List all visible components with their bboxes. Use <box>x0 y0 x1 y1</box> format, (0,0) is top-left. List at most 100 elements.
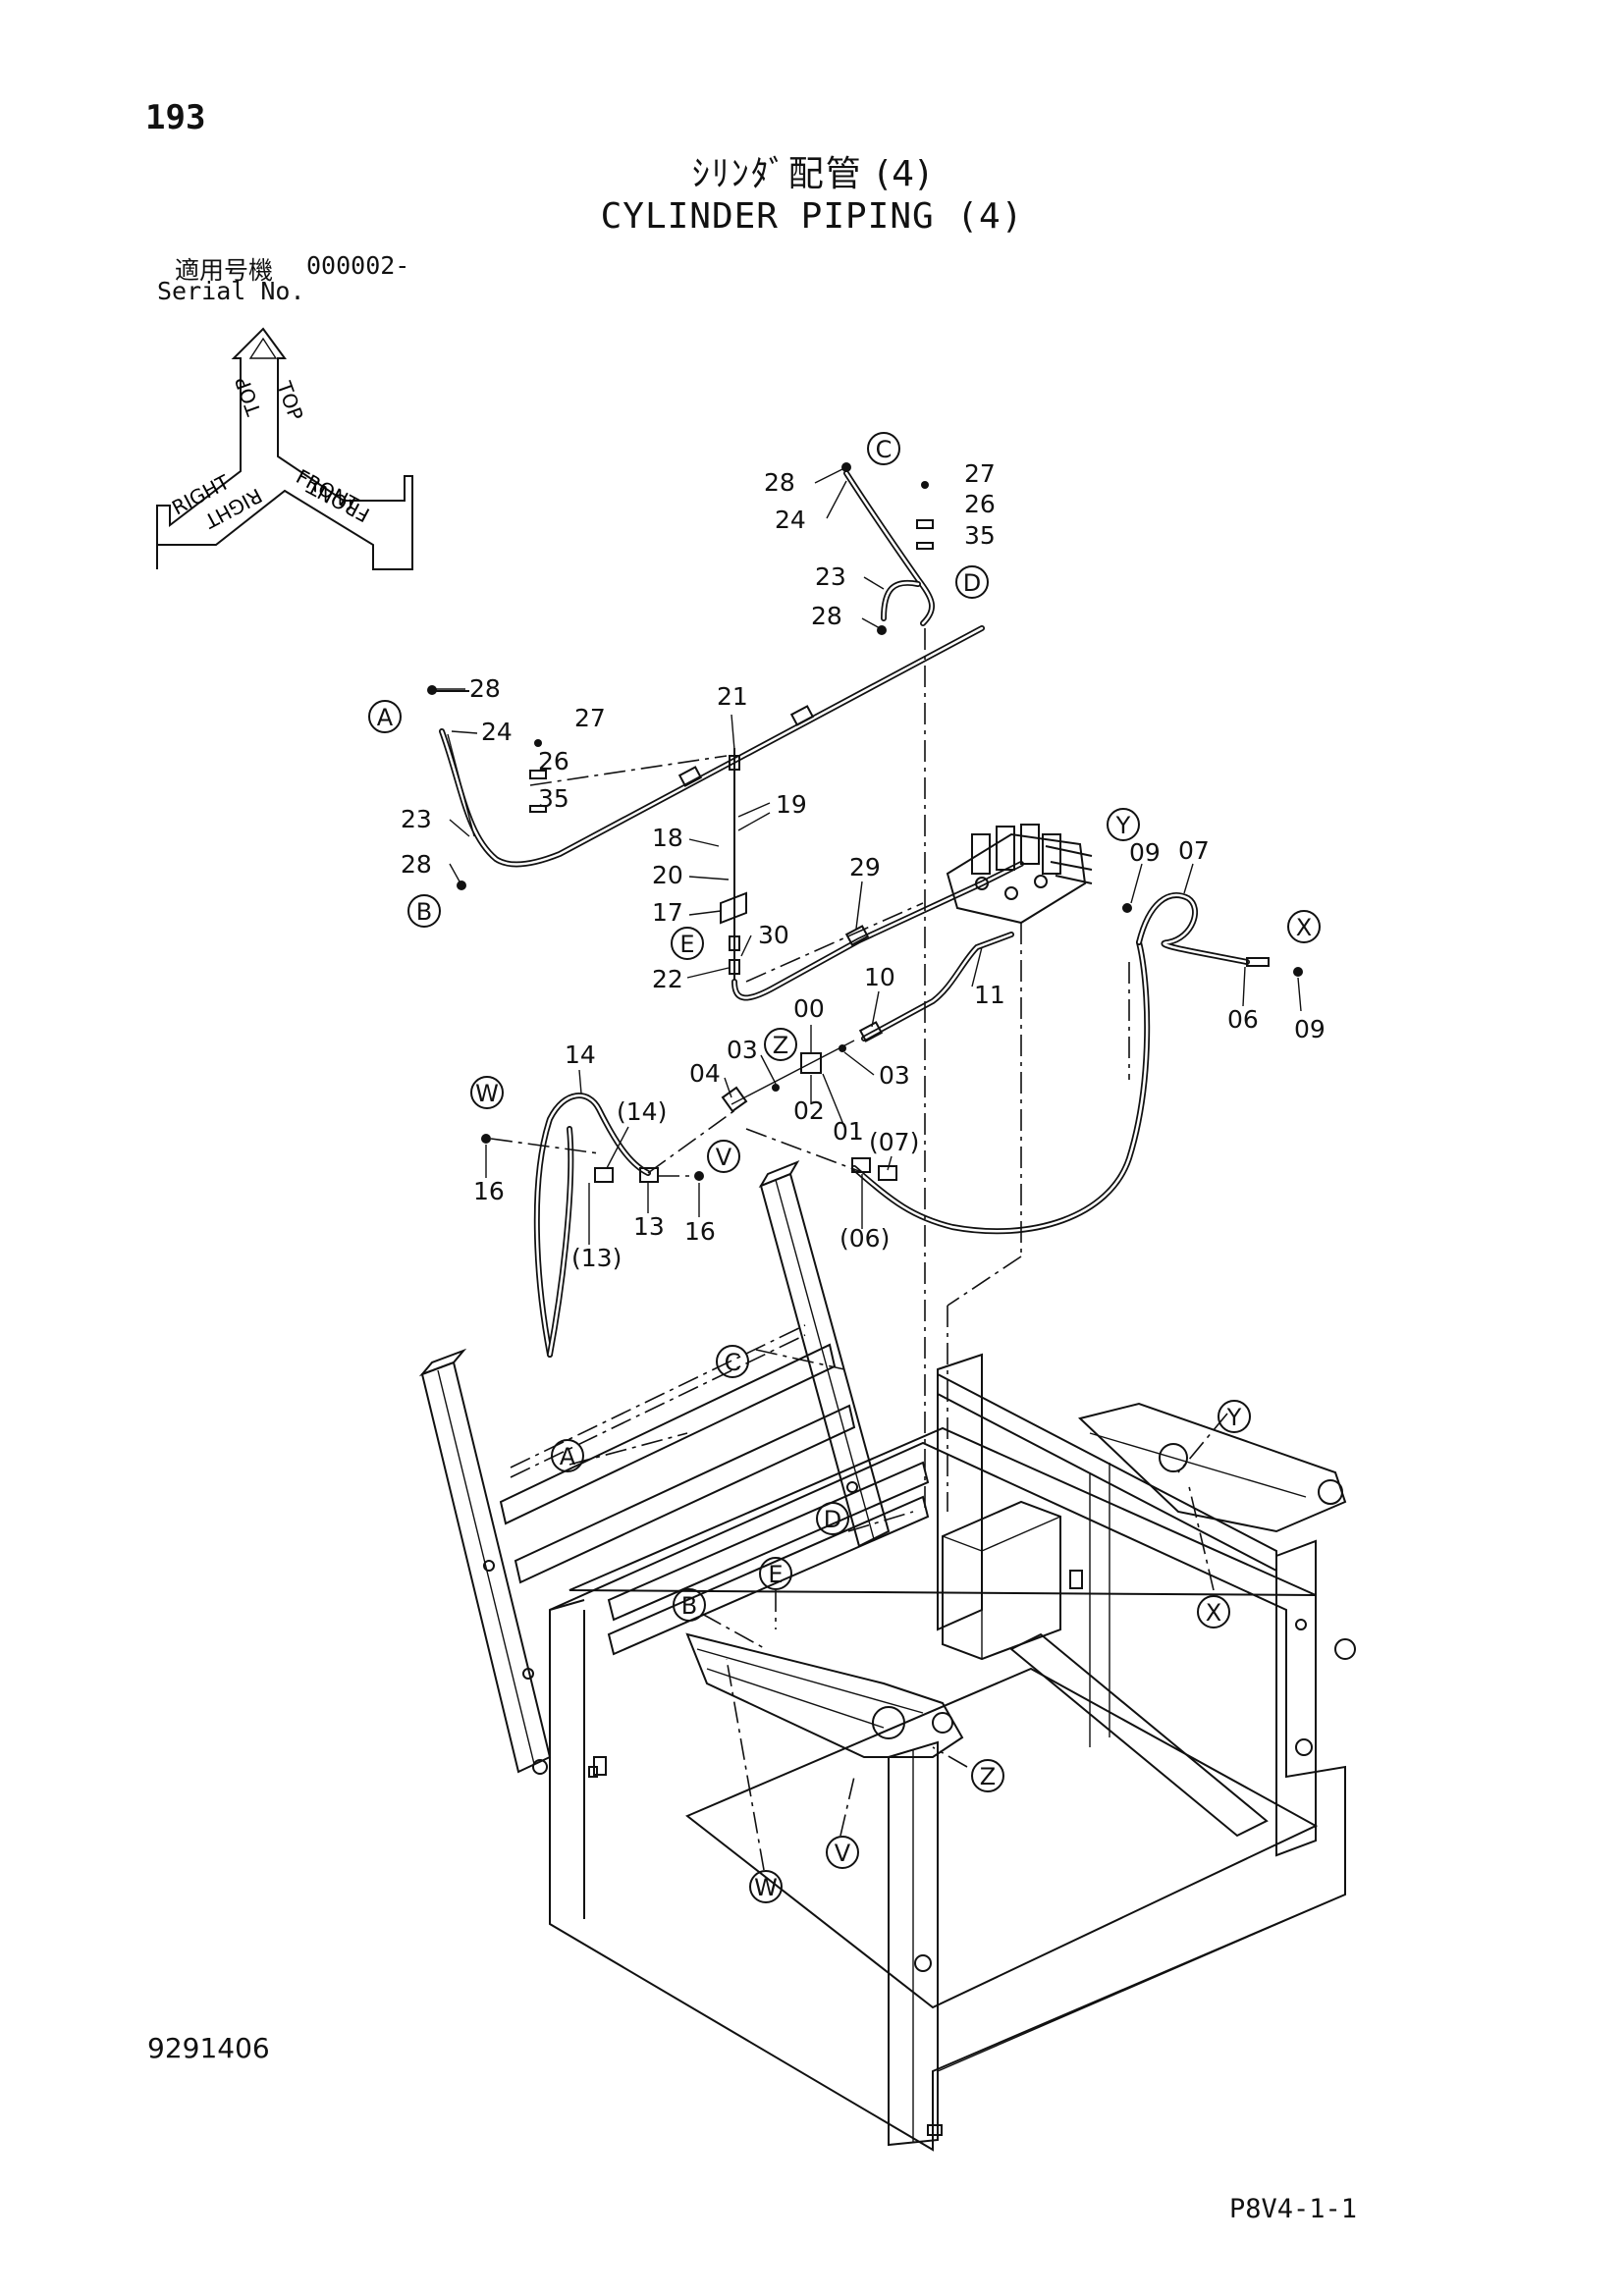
ref-circle-x: X <box>1287 910 1321 943</box>
callout-23: 23 <box>401 805 432 833</box>
ref-w-frame: W <box>754 1874 778 1901</box>
callout-06-paren: (06) <box>839 1224 890 1253</box>
callout-11: 11 <box>974 981 1005 1009</box>
callout-14: 14 <box>565 1041 596 1069</box>
ref-d: D <box>963 569 981 597</box>
callout-labels: 28 24 27 26 35 23 28 28 24 27 26 35 23 2… <box>401 459 1326 1272</box>
ref-circle-e: E <box>671 927 704 960</box>
ref-circle-b: B <box>407 894 441 928</box>
ref-circle-w-frame: W <box>749 1870 783 1903</box>
ref-x: X <box>1296 914 1312 941</box>
machine-frame <box>418 1159 1356 2152</box>
callout-28: 28 <box>811 602 842 630</box>
serial-label-japanese: 適用号機 <box>175 256 274 285</box>
upper-hose-assembly <box>427 462 985 890</box>
title-english: CYLINDER PIPING (4) <box>600 196 1024 237</box>
callout-10: 10 <box>864 963 895 991</box>
ref-circle-d: D <box>955 565 989 599</box>
callout-26: 26 <box>538 747 569 775</box>
tee-fittings <box>721 1040 855 1113</box>
callout-16: 16 <box>684 1217 716 1246</box>
callout-30: 30 <box>758 921 789 949</box>
centerlines <box>529 628 1130 1512</box>
callout-01: 01 <box>833 1117 864 1146</box>
page-number: 193 <box>145 98 206 137</box>
callout-28: 28 <box>764 468 795 497</box>
callout-13-paren: (13) <box>571 1244 622 1272</box>
ref-circle-z: Z <box>764 1028 797 1061</box>
ref-c: C <box>876 436 893 463</box>
drawing-number: 9291406 <box>147 2032 270 2064</box>
ref-b: B <box>416 898 432 926</box>
ref-circle-z-frame: Z <box>971 1759 1004 1792</box>
callout-07: 07 <box>1178 836 1210 865</box>
ref-v: V <box>716 1144 732 1171</box>
ref-circle-e-frame: E <box>759 1557 792 1590</box>
callout-24: 24 <box>481 718 513 746</box>
ref-c-frame: C <box>725 1349 741 1376</box>
callout-18: 18 <box>652 824 683 852</box>
ref-b-frame: B <box>681 1592 697 1620</box>
reference-letters: A B C D E Y X Z V W C A D E B Y X Z V W <box>368 432 1321 1903</box>
ref-z: Z <box>773 1032 788 1059</box>
callout-27: 27 <box>574 704 606 732</box>
callout-29: 29 <box>849 853 881 881</box>
callout-16: 16 <box>473 1177 505 1205</box>
ref-w: W <box>475 1080 499 1107</box>
orientation-top-mirror: TOP <box>230 374 266 420</box>
center-fitting-stack <box>720 748 1024 1001</box>
ref-circle-v-frame: V <box>826 1836 859 1869</box>
ref-circle-c: C <box>867 432 900 465</box>
hose-13-14 <box>481 1093 737 1358</box>
ref-d-frame: D <box>824 1506 841 1533</box>
ref-a-frame: A <box>560 1443 576 1470</box>
ref-e-frame: E <box>768 1561 783 1588</box>
callout-21: 21 <box>717 682 748 711</box>
ref-y: Y <box>1115 812 1131 839</box>
ref-x-frame: X <box>1206 1599 1221 1627</box>
ref-circle-v: V <box>707 1140 740 1173</box>
callout-07-paren: (07) <box>869 1128 919 1156</box>
callout-19: 19 <box>776 790 807 819</box>
callout-14-paren: (14) <box>617 1097 667 1126</box>
hose-10-11 <box>858 932 1014 1042</box>
callout-09: 09 <box>1129 838 1161 867</box>
ref-circle-a: A <box>368 700 402 733</box>
callout-17: 17 <box>652 898 683 927</box>
callout-22: 22 <box>652 965 683 993</box>
callout-03: 03 <box>727 1036 758 1064</box>
ref-z-frame: Z <box>980 1763 996 1790</box>
ref-a: A <box>377 704 394 731</box>
callout-35: 35 <box>538 784 569 813</box>
ref-y-frame: Y <box>1226 1404 1242 1431</box>
ref-circle-c-frame: C <box>716 1345 749 1378</box>
ref-circle-y-frame: Y <box>1218 1400 1251 1433</box>
callout-00: 00 <box>793 994 825 1023</box>
callout-13: 13 <box>633 1212 665 1241</box>
callout-28: 28 <box>401 850 432 879</box>
callout-02: 02 <box>793 1096 825 1125</box>
ref-circle-w: W <box>470 1076 504 1109</box>
control-valve <box>946 824 1093 925</box>
callout-20: 20 <box>652 861 683 889</box>
serial-value: 000002- <box>306 251 410 280</box>
ref-circle-x-frame: X <box>1197 1595 1230 1629</box>
callout-27: 27 <box>964 459 996 488</box>
ref-e: E <box>679 931 694 958</box>
callout-35: 35 <box>964 521 996 550</box>
hose-06-07 <box>851 892 1303 1235</box>
callout-09: 09 <box>1294 1015 1326 1043</box>
ref-v-frame: V <box>835 1840 851 1867</box>
callout-24: 24 <box>775 506 806 534</box>
callout-03: 03 <box>879 1061 910 1090</box>
orientation-icon: TOP TOP FRONT FRONT RIGHT RIGHT <box>156 327 413 570</box>
callout-06: 06 <box>1227 1005 1259 1034</box>
serial-label-english: Serial No. <box>157 277 305 305</box>
page-code: P8V4-1-1 <box>1229 2194 1358 2224</box>
ref-circle-y: Y <box>1107 808 1140 841</box>
ref-circle-a-frame: A <box>551 1439 584 1472</box>
callout-23: 23 <box>815 562 846 591</box>
ref-circle-d-frame: D <box>816 1502 849 1535</box>
title-japanese: ｼﾘﾝﾀﾞ配管 (4) <box>691 154 933 194</box>
